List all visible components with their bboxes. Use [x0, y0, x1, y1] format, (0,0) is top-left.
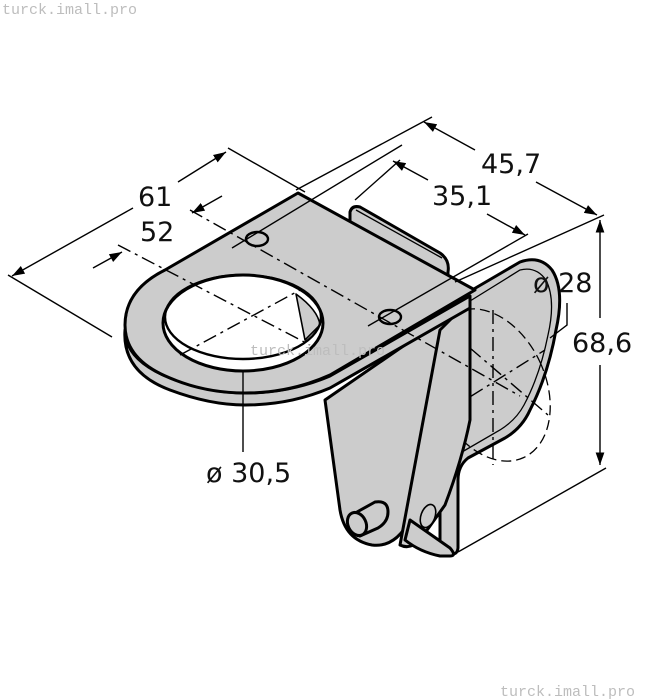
vertical-plate: [323, 298, 472, 558]
dim-52-label: 52: [140, 217, 174, 248]
dim-61-label: 61: [138, 182, 172, 213]
mounting-hole-1: [244, 230, 270, 248]
horizontal-plate: [117, 144, 529, 452]
dim-35-1-label: 35,1: [432, 181, 492, 212]
dimension-dia-28-leader: [549, 303, 568, 339]
watermark-top-left: turck.imall.pro: [2, 2, 137, 19]
watermark-bottom-right: turck.imall.pro: [500, 684, 635, 700]
dimension-68-6: [457, 220, 607, 553]
dim-68-6-label: 68,6: [572, 328, 632, 359]
dim-dia-30-5-label: ø 30,5: [206, 458, 291, 489]
dimension-61: [7, 147, 306, 338]
dimension-52: [92, 195, 223, 269]
watermark-center: turck.imall.pro: [250, 343, 385, 360]
dimension-45-7: [295, 116, 605, 283]
dim-45-7-label: 45,7: [481, 149, 541, 180]
dim-dia-28-label: ø 28: [533, 268, 592, 299]
dimension-35-1: [354, 159, 526, 236]
